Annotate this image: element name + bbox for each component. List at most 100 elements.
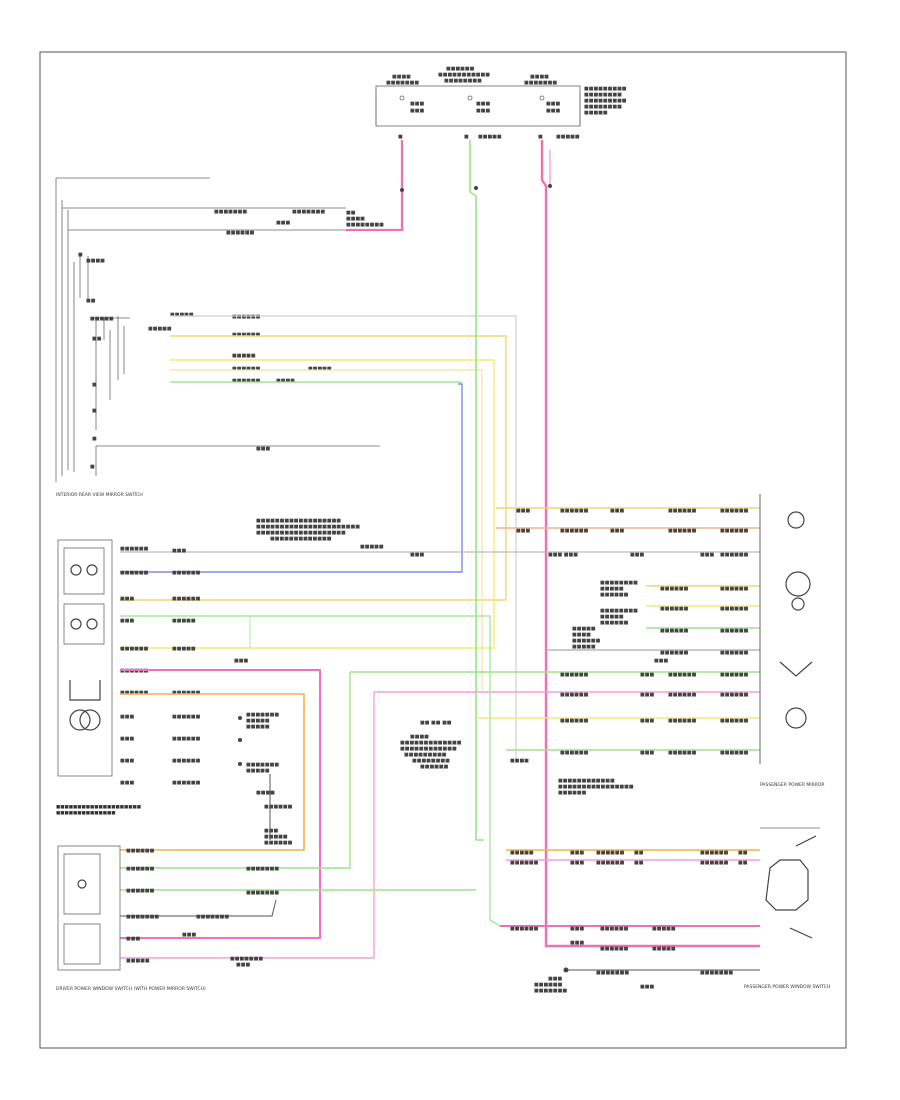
svg-text:■■■■: ■■■■ bbox=[410, 734, 429, 740]
svg-text:■■■: ■■■ bbox=[410, 101, 424, 107]
svg-text:■■■: ■■■ bbox=[256, 446, 270, 452]
svg-text:■■■■■■: ■■■■■■ bbox=[172, 570, 201, 576]
svg-text:■■■■: ■■■■ bbox=[530, 74, 549, 80]
svg-text:■■■■■■■: ■■■■■■■ bbox=[386, 80, 419, 86]
svg-text:■■■■■■: ■■■■■■ bbox=[120, 570, 149, 576]
svg-text:■■■: ■■■ bbox=[120, 758, 134, 764]
svg-text:■■■: ■■■ bbox=[640, 718, 654, 724]
svg-text:■■■■: ■■■■ bbox=[256, 790, 275, 796]
mirror-switch-signal-wires bbox=[120, 315, 517, 760]
svg-text:■■■: ■■■ bbox=[654, 658, 668, 664]
svg-text:■■■■■■: ■■■■■■ bbox=[510, 860, 539, 866]
svg-text:■■■■■■■: ■■■■■■■ bbox=[214, 209, 247, 215]
svg-text:■■■■■■■■■■■■■: ■■■■■■■■■■■■■ bbox=[400, 740, 462, 746]
svg-text:■■■■■■■■: ■■■■■■■■ bbox=[584, 104, 622, 110]
svg-text:■■■■■■: ■■■■■■ bbox=[560, 508, 589, 514]
svg-text:■■■■■■: ■■■■■■ bbox=[232, 366, 261, 372]
svg-text:■■■: ■■■ bbox=[630, 552, 644, 558]
svg-text:■■ ■■ ■■: ■■ ■■ ■■ bbox=[420, 720, 452, 726]
svg-text:■■■: ■■■ bbox=[548, 976, 562, 982]
svg-text:■■■■: ■■■■ bbox=[346, 216, 365, 222]
left-switch-rails: ■ ■■■■ ■■ ■■■■■ ■■ ■ ■ ■ ■ ■■■■■ ■■■■■■■… bbox=[55, 177, 384, 482]
svg-text:■■■■■■: ■■■■■■ bbox=[720, 552, 749, 558]
svg-text:■■■: ■■■ bbox=[172, 548, 186, 554]
svg-text:■■■■■■: ■■■■■■ bbox=[560, 718, 589, 724]
svg-text:■■■■■■■■■■■■■■■■■■: ■■■■■■■■■■■■■■■■■■ bbox=[256, 518, 341, 524]
svg-text:■■■■■■: ■■■■■■ bbox=[226, 230, 255, 236]
svg-text:■■■■■: ■■■■■ bbox=[308, 366, 332, 372]
svg-text:■■■■■■■: ■■■■■■■ bbox=[246, 712, 279, 718]
svg-text:■■■: ■■■ bbox=[120, 780, 134, 786]
svg-text:■■■■■■: ■■■■■■ bbox=[720, 718, 749, 724]
svg-text:■■■: ■■■ bbox=[410, 108, 424, 114]
svg-text:■■■ ■■■: ■■■ ■■■ bbox=[548, 552, 578, 558]
svg-text:■■■■■■: ■■■■■■ bbox=[420, 764, 449, 770]
svg-text:■: ■ bbox=[398, 134, 403, 140]
svg-text:■■■■■: ■■■■■ bbox=[246, 718, 270, 724]
svg-text:■■■: ■■■ bbox=[546, 101, 560, 107]
mirror-box-wires bbox=[120, 615, 501, 959]
svg-text:■■■■■■: ■■■■■■ bbox=[660, 650, 689, 656]
svg-text:■■■: ■■■ bbox=[182, 932, 196, 938]
svg-text:■■■■■■■■: ■■■■■■■■ bbox=[584, 92, 622, 98]
svg-text:■■■■■■: ■■■■■■ bbox=[232, 332, 261, 338]
svg-text:■■■■■: ■■■■■ bbox=[90, 316, 114, 322]
svg-text:■■■■■■: ■■■■■■ bbox=[596, 850, 625, 856]
svg-text:■■■■■■■■■■■■■■■■: ■■■■■■■■■■■■■■■■ bbox=[558, 784, 634, 790]
svg-text:■■■■■■: ■■■■■■ bbox=[720, 628, 749, 634]
svg-text:■■■■■■: ■■■■■■ bbox=[600, 926, 629, 932]
passenger-power-mirror: ■■■ ■■■■■■ ■■■ ■■■■■■ ■■■■■■ ■■■ ■■■■■■ … bbox=[256, 508, 825, 796]
svg-text:■■■■■■■■: ■■■■■■■■ bbox=[600, 580, 638, 586]
svg-text:■■■■■■: ■■■■■■ bbox=[700, 860, 729, 866]
svg-text:■■■■■■: ■■■■■■ bbox=[720, 508, 749, 514]
svg-text:■■■■■■: ■■■■■■ bbox=[232, 378, 261, 384]
svg-text:■■■■■■: ■■■■■■ bbox=[660, 606, 689, 612]
svg-text:■■: ■■ bbox=[738, 850, 748, 856]
svg-text:■■■: ■■■ bbox=[516, 508, 530, 514]
svg-text:■■■: ■■■ bbox=[236, 962, 250, 968]
svg-text:■■■■■: ■■■■■ bbox=[600, 614, 624, 620]
svg-text:■■■■: ■■■■ bbox=[572, 632, 591, 638]
svg-text:■■■■: ■■■■ bbox=[86, 258, 105, 264]
svg-text:■■■■■: ■■■■■ bbox=[572, 644, 596, 650]
svg-text:■■■■■■■■■■■■: ■■■■■■■■■■■■ bbox=[558, 778, 615, 784]
svg-text:■■■■■■: ■■■■■■ bbox=[560, 750, 589, 756]
svg-text:■■■■■■: ■■■■■■ bbox=[668, 718, 697, 724]
svg-text:■■■■■■: ■■■■■■ bbox=[668, 672, 697, 678]
svg-text:■■■: ■■■ bbox=[610, 528, 624, 534]
svg-text:■■■■■: ■■■■■ bbox=[264, 834, 288, 840]
svg-text:■■■■■■: ■■■■■■ bbox=[172, 758, 201, 764]
svg-text:■■■■■■: ■■■■■■ bbox=[572, 638, 601, 644]
svg-text:■■■■■: ■■■■■ bbox=[652, 946, 676, 952]
svg-text:■■■■■■: ■■■■■■ bbox=[172, 714, 201, 720]
svg-text:■■■■■■■■■■■■: ■■■■■■■■■■■■ bbox=[400, 746, 457, 752]
svg-text:■■■■■: ■■■■■ bbox=[478, 134, 502, 140]
svg-text:■■■■■■: ■■■■■■ bbox=[126, 848, 155, 854]
svg-text:■■■■■■■■■: ■■■■■■■■■ bbox=[584, 86, 627, 92]
svg-text:■■■■: ■■■■ bbox=[510, 758, 529, 764]
svg-text:■■■■■■■■■■■■■: ■■■■■■■■■■■■■ bbox=[270, 536, 332, 542]
svg-text:■■■■■: ■■■■■ bbox=[172, 646, 196, 652]
svg-text:■■■■■■: ■■■■■■ bbox=[446, 66, 475, 72]
svg-text:■■■■■■■■: ■■■■■■■■ bbox=[444, 78, 482, 84]
svg-text:■■: ■■ bbox=[738, 860, 748, 866]
svg-text:■■■■■■: ■■■■■■ bbox=[510, 926, 539, 932]
fuse-box: ■■■■ ■■■■■■■ ■■■■■■ ■■■■■■■■■■■ ■■■■■■■■… bbox=[375, 66, 627, 140]
svg-text:■■■■■: ■■■■■ bbox=[360, 544, 384, 550]
svg-text:■■■■■■: ■■■■■■ bbox=[668, 692, 697, 698]
svg-text:■■■■■■: ■■■■■■ bbox=[126, 888, 155, 894]
svg-text:■■■■■■■: ■■■■■■■ bbox=[246, 762, 279, 768]
svg-text:■■■■■■: ■■■■■■ bbox=[720, 692, 749, 698]
passenger-power-window-switch: ■■■■■ ■■■■■■ ■■■ ■■■ ■■■■■■ ■■■■■■ ■■ ■■… bbox=[500, 827, 830, 994]
svg-text:■■■■■■■: ■■■■■■■ bbox=[230, 956, 263, 962]
right-connector-wires bbox=[120, 494, 761, 764]
svg-text:■■■■■■■■■■■■■■■■■■■■: ■■■■■■■■■■■■■■■■■■■■ bbox=[56, 805, 141, 810]
svg-text:■■: ■■ bbox=[86, 298, 96, 304]
svg-text:■■■■■■: ■■■■■■ bbox=[720, 606, 749, 612]
svg-text:■■■: ■■■ bbox=[700, 552, 714, 558]
svg-text:■■■: ■■■ bbox=[570, 926, 584, 932]
passenger-power-window-switch-caption: PASSENGER POWER WINDOW SWITCH bbox=[744, 984, 830, 990]
svg-text:■■■■■■: ■■■■■■ bbox=[534, 982, 563, 988]
svg-text:■■■■■■: ■■■■■■ bbox=[720, 672, 749, 678]
